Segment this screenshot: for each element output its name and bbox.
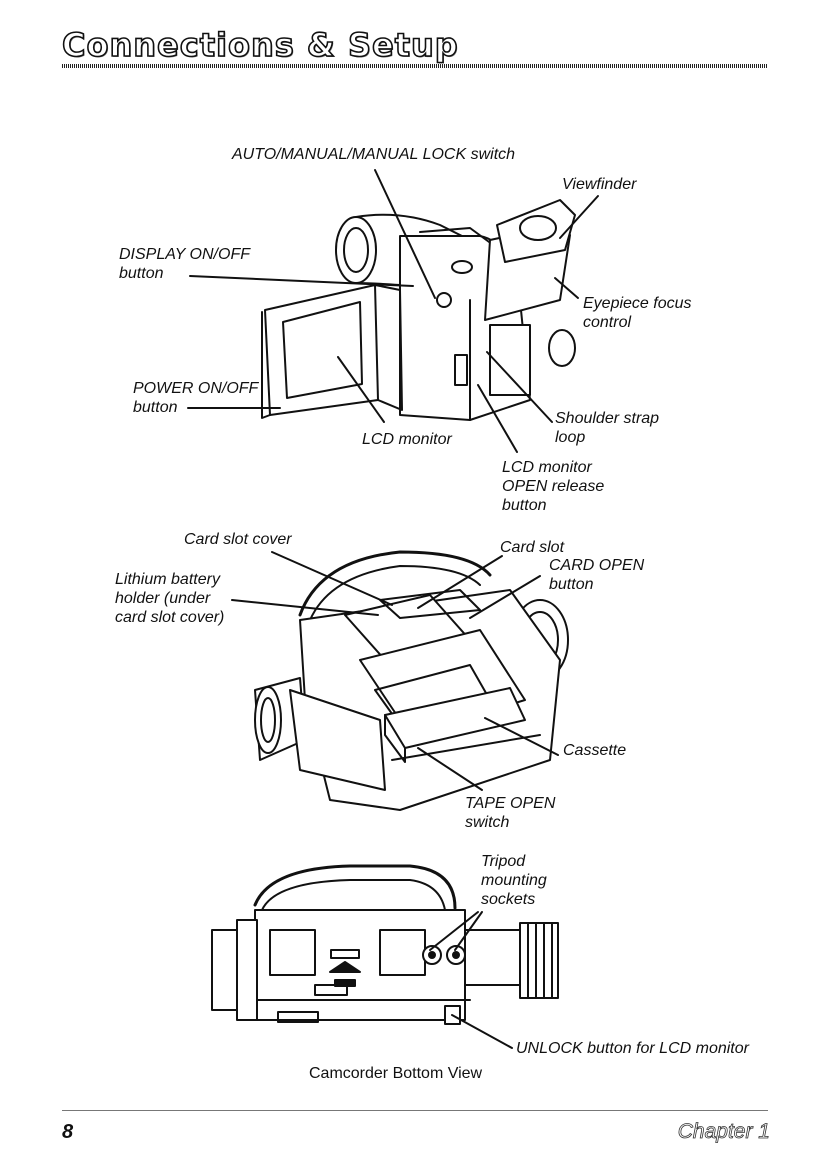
label-viewfinder: Viewfinder — [562, 176, 637, 193]
figure-caption: Camcorder Bottom View — [309, 1065, 483, 1082]
label-card-open-button: CARD OPEN button — [549, 557, 645, 593]
label-unlock-button: UNLOCK button for LCD monitor — [516, 1040, 749, 1057]
footer-divider — [62, 1110, 768, 1111]
label-display-button: DISPLAY ON/OFF button — [119, 246, 250, 282]
label-card-slot: Card slot — [500, 539, 565, 556]
label-lcd-monitor: LCD monitor — [362, 431, 452, 448]
label-tape-open: TAPE OPEN switch — [465, 795, 556, 831]
label-cassette: Cassette — [563, 742, 627, 759]
label-mode-switch: AUTO/MANUAL/MANUAL LOCK switch — [232, 146, 516, 163]
page-section-title: Connections & Setup — [61, 25, 459, 65]
page-number: 8 — [62, 1121, 74, 1143]
label-lcd-release: LCD monitor OPEN release button — [502, 459, 605, 514]
label-lithium-battery: Lithium battery holder (under card slot … — [115, 571, 225, 626]
label-power-button: POWER ON/OFF button — [133, 380, 259, 416]
leader-lines — [187, 169, 599, 1049]
camcorder-bottom-drawing — [211, 864, 559, 1025]
camcorder-top-drawing — [261, 199, 576, 421]
label-card-slot-cover: Card slot cover — [184, 531, 292, 548]
label-eyepiece-focus: Eyepiece focus control — [583, 295, 692, 331]
label-tripod-sockets: Tripod mounting sockets — [481, 853, 547, 908]
chapter-label: Chapter 1 — [677, 1120, 770, 1144]
camcorder-middle-drawing — [254, 550, 569, 811]
header-divider — [62, 64, 768, 68]
label-shoulder-strap: Shoulder strap loop — [555, 410, 660, 446]
